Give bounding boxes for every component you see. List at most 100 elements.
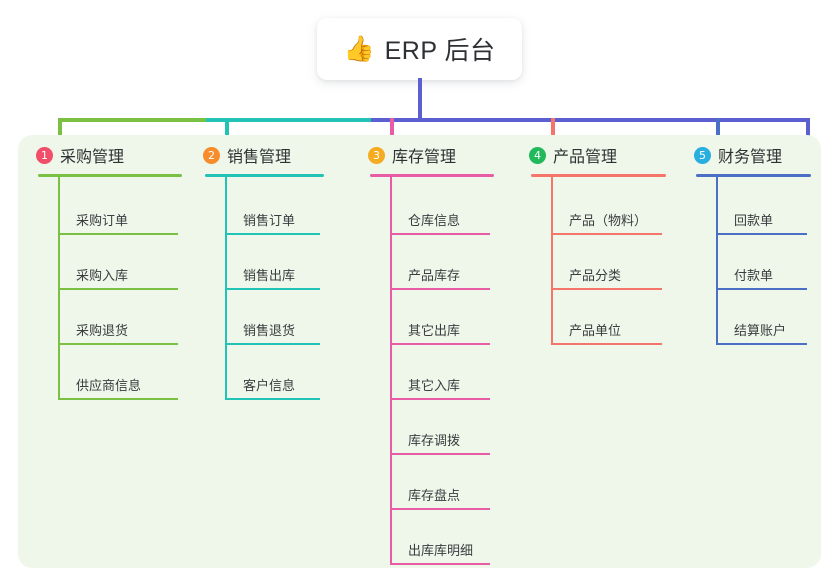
leaf-node-rule [390,508,490,510]
column-header-rule-2 [205,174,324,177]
leaf-node-label: 供应商信息 [76,378,142,393]
leaf-node[interactable]: 产品（物料） [551,205,662,235]
column-title-5: 财务管理 [718,149,783,166]
column-badge-5: 5 [694,146,711,164]
leaf-node[interactable]: 结算账户 [716,315,807,345]
leaf-node[interactable]: 产品库存 [390,260,490,290]
column-title-4: 产品管理 [553,149,618,166]
leaf-node-label: 销售出库 [243,268,296,283]
leaf-node-label: 库存盘点 [408,488,461,503]
leaf-node-label: 结算账户 [734,323,787,338]
leaf-node[interactable]: 客户信息 [225,370,320,400]
column-badge-1: 1 [36,146,53,164]
connector-bar-segment-4 [720,118,810,122]
leaf-node[interactable]: 销售订单 [225,205,320,235]
leaf-node-label: 客户信息 [243,378,296,393]
column-header-rule-5 [696,174,811,177]
column-title-3: 库存管理 [392,149,457,166]
column-badge-4: 4 [529,146,546,164]
leaf-node[interactable]: 产品单位 [551,315,662,345]
leaf-node-rule [58,288,178,290]
leaf-node[interactable]: 库存调拨 [390,425,490,455]
leaf-node-rule [390,233,490,235]
leaf-node-label: 出库库明细 [408,543,474,558]
column-badge-3: 3 [368,146,385,164]
column-spine-3 [390,177,392,565]
leaf-node-rule [551,233,662,235]
leaf-node[interactable]: 库存盘点 [390,480,490,510]
leaf-node-label: 仓库信息 [408,213,461,228]
leaf-node[interactable]: 仓库信息 [390,205,490,235]
leaf-node-label: 付款单 [734,268,774,283]
leaf-node-rule [551,343,662,345]
column-header-rule-4 [531,174,666,177]
leaf-node-rule [58,398,178,400]
column-title-1: 采购管理 [60,149,125,166]
column-header-3[interactable]: 3 库存管理 [368,143,456,167]
column-header-5[interactable]: 5 财务管理 [694,143,782,167]
leaf-node-rule [390,343,490,345]
leaf-node[interactable]: 付款单 [716,260,807,290]
leaf-node-label: 采购订单 [76,213,129,228]
leaf-node-label: 产品（物料） [569,213,648,228]
column-header-1[interactable]: 1 采购管理 [36,143,124,167]
leaf-node-label: 产品单位 [569,323,622,338]
column-header-rule-3 [370,174,494,177]
leaf-node-label: 采购退货 [76,323,129,338]
column-4: 4 产品管理产品（物料） 产品分类产品单位 [529,135,670,568]
leaf-node-label: 采购入库 [76,268,129,283]
leaf-node-label: 产品库存 [408,268,461,283]
leaf-node-label: 产品分类 [569,268,622,283]
column-1: 1 采购管理采购订单采购入库采购退货供应商信息 [36,135,186,568]
leaf-node-rule [551,288,662,290]
column-header-rule-1 [38,174,182,177]
leaf-node[interactable]: 回款单 [716,205,807,235]
leaf-node-label: 其它入库 [408,378,461,393]
connector-bar-segment-3 [371,118,720,122]
leaf-node-rule [225,398,320,400]
leaf-node[interactable]: 其它入库 [390,370,490,400]
leaf-node-label: 其它出库 [408,323,461,338]
leaf-node[interactable]: 其它出库 [390,315,490,345]
connector-bar-segment-2 [206,118,371,122]
leaf-node-label: 库存调拨 [408,433,461,448]
connector-end-cap-1 [58,118,62,145]
leaf-node-rule [58,233,178,235]
leaf-node-rule [390,453,490,455]
leaf-node-rule [58,343,178,345]
leaf-node[interactable]: 采购入库 [58,260,178,290]
connector-drop-4 [551,118,555,145]
root-node-card[interactable]: 👍 ERP 后台 [317,18,522,80]
leaf-node-label: 销售订单 [243,213,296,228]
column-3: 3 库存管理仓库信息产品库存其它出库其它入库库存调拨库存盘点出库库明细 [368,135,498,568]
connector-drop-3 [390,118,394,145]
leaf-node-rule [716,343,807,345]
connector-drop-2 [225,118,229,145]
connector-end-cap-2 [806,118,810,145]
leaf-node[interactable]: 销售出库 [225,260,320,290]
leaf-node-rule [390,563,490,565]
connector-bar-segment-1 [58,118,206,122]
leaf-node[interactable]: 销售退货 [225,315,320,345]
leaf-node[interactable]: 采购订单 [58,205,178,235]
leaf-node[interactable]: 供应商信息 [58,370,178,400]
column-5: 5 财务管理回款单付款单结算账户 [694,135,815,568]
root-node-title: ERP 后台 [384,37,496,65]
leaf-node-rule [716,288,807,290]
root-stem-line [418,78,422,122]
leaf-node-rule [225,343,320,345]
leaf-node[interactable]: 采购退货 [58,315,178,345]
connector-drop-5 [716,118,720,145]
leaf-node-rule [716,233,807,235]
leaf-node-label: 回款单 [734,213,774,228]
leaf-node-rule [390,398,490,400]
leaf-node[interactable]: 出库库明细 [390,535,490,565]
leaf-node-rule [390,288,490,290]
column-header-4[interactable]: 4 产品管理 [529,143,617,167]
leaf-node[interactable]: 产品分类 [551,260,662,290]
column-spine-4 [551,177,553,345]
column-badge-2: 2 [203,146,220,164]
leaf-node-label: 销售退货 [243,323,296,338]
